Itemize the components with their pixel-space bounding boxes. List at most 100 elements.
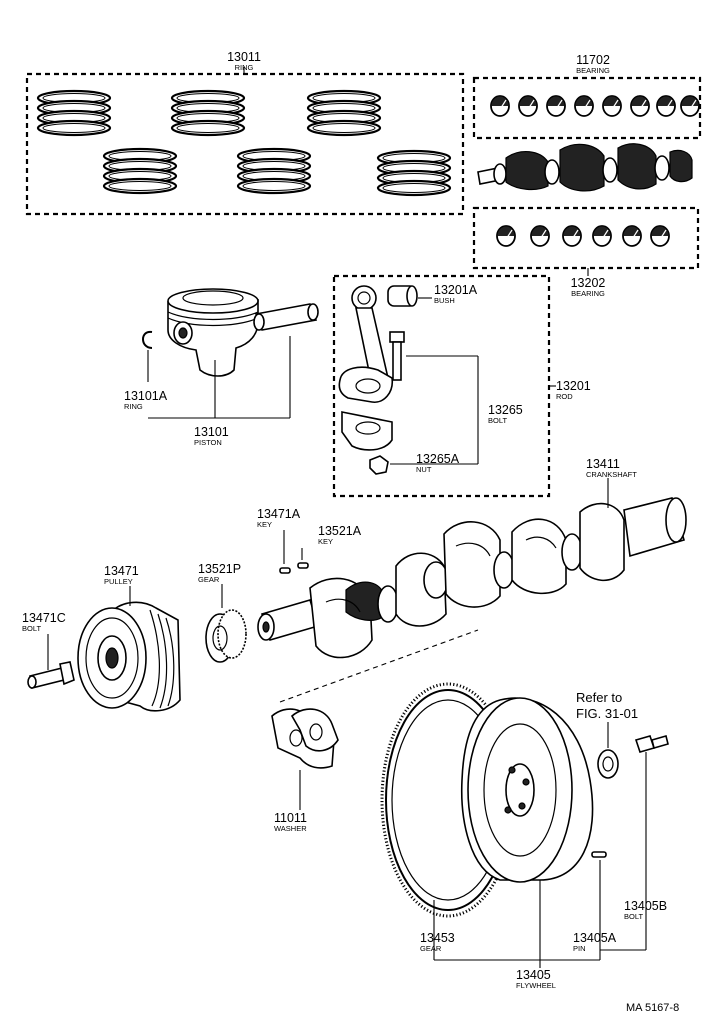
piston-ring-stack — [102, 147, 178, 195]
svg-text:Refer to: Refer to — [576, 690, 622, 705]
bearing-shell — [680, 95, 700, 117]
thrust-washer-illustration — [271, 708, 339, 769]
svg-text:13405: 13405 — [516, 968, 551, 982]
bearing-shell — [530, 225, 550, 247]
figure-code: MA 5167-8 — [626, 1002, 679, 1014]
bearing-shell — [630, 95, 650, 117]
svg-text:CRANKSHAFT: CRANKSHAFT — [586, 470, 637, 479]
bearing-shell — [562, 225, 582, 247]
callout-rod-bolt: 13265 BOLT — [488, 403, 523, 425]
ring-set-group-box — [25, 72, 465, 216]
callout-ring-set: 13011 RING — [227, 50, 261, 72]
piston-ring-stack — [306, 89, 382, 137]
svg-text:13265A: 13265A — [416, 452, 460, 466]
rod-bearing-group-box — [472, 206, 700, 270]
callout-crankshaft: 13411 CRANKSHAFT — [586, 457, 637, 479]
svg-text:ROD: ROD — [556, 392, 573, 401]
rod-bearing-shells — [496, 225, 670, 247]
svg-text:13201A: 13201A — [434, 283, 478, 297]
svg-text:GEAR: GEAR — [420, 944, 442, 953]
svg-text:BOLT: BOLT — [488, 416, 507, 425]
svg-text:13453: 13453 — [420, 931, 455, 945]
bearing-shell — [592, 225, 612, 247]
svg-text:13471A: 13471A — [257, 507, 301, 521]
pulley-bolt-illustration — [27, 661, 75, 689]
connecting-rod-illustration — [338, 285, 394, 403]
svg-text:13202: 13202 — [571, 276, 606, 290]
main-bearing-group-box — [472, 76, 702, 140]
pulley-key-illustration — [279, 567, 291, 574]
svg-text:PIN: PIN — [573, 944, 586, 953]
svg-text:FLYWHEEL: FLYWHEEL — [516, 981, 556, 990]
rod-cap-illustration — [341, 411, 393, 451]
svg-text:13011: 13011 — [227, 50, 261, 64]
flywheel-bolt-illustration — [634, 735, 669, 753]
svg-text:NUT: NUT — [416, 465, 432, 474]
svg-text:BOLT: BOLT — [22, 624, 41, 633]
crankshaft-illustration — [257, 497, 687, 659]
callout-rod-bearing: 13202 BEARING — [571, 276, 606, 298]
main-bearing-shells — [490, 95, 700, 117]
flywheel-illustration — [460, 697, 594, 883]
piston-illustration — [167, 288, 259, 377]
svg-text:13405A: 13405A — [573, 931, 617, 945]
pulley-illustration — [77, 601, 181, 712]
svg-text:KEY: KEY — [257, 520, 272, 529]
piston-pin-illustration — [253, 303, 319, 331]
callout-main-bearing: 11702 BEARING — [576, 53, 610, 75]
snap-ring-illustration — [142, 330, 153, 349]
svg-text:WASHER: WASHER — [274, 824, 307, 833]
ring-set-rings — [36, 89, 452, 197]
refer-note: Refer to FIG. 31-01 — [576, 690, 638, 721]
callout-crank-gear: 13521P GEAR — [198, 562, 241, 584]
callout-gear-key: 13521A KEY — [318, 524, 362, 546]
callout-washer: 11011 WASHER — [274, 811, 307, 833]
callout-pulley-key: 13471A KEY — [257, 507, 301, 529]
callout-bush: 13201A BUSH — [434, 283, 478, 305]
callout-fly-pin: 13405A PIN — [573, 931, 617, 953]
callout-rod: 13201 ROD — [556, 379, 591, 401]
piston-ring-stack — [36, 89, 112, 137]
rod-bolt-illustration — [389, 331, 405, 381]
svg-text:13471C: 13471C — [22, 611, 66, 625]
svg-text:11011: 11011 — [274, 811, 307, 825]
bearing-shell — [602, 95, 622, 117]
svg-text:13101: 13101 — [194, 425, 229, 439]
bearing-shell — [546, 95, 566, 117]
svg-text:11702: 11702 — [576, 53, 610, 67]
piston-ring-stack — [236, 147, 312, 195]
callout-piston: 13101 PISTON — [194, 425, 229, 447]
bearing-shell — [622, 225, 642, 247]
bearing-shell — [496, 225, 516, 247]
piston-ring-stack — [170, 89, 246, 137]
svg-text:FIG. 31-01: FIG. 31-01 — [576, 706, 638, 721]
svg-text:RING: RING — [235, 63, 254, 72]
seal-illustration — [597, 749, 619, 779]
svg-text:BOLT: BOLT — [624, 912, 643, 921]
callout-ring-gear: 13453 GEAR — [420, 931, 455, 953]
crank-gear-illustration — [205, 609, 247, 663]
svg-text:13405B: 13405B — [624, 899, 667, 913]
svg-text:13521P: 13521P — [198, 562, 241, 576]
bearing-shell — [650, 225, 670, 247]
svg-text:BUSH: BUSH — [434, 296, 455, 305]
callout-flywheel: 13405 FLYWHEEL — [516, 968, 556, 990]
callout-piston-ring: 13101A RING — [124, 389, 168, 411]
svg-text:13201: 13201 — [556, 379, 591, 393]
crankshaft-small-illustration — [477, 143, 693, 192]
bearing-shell — [518, 95, 538, 117]
callout-rod-nut: 13265A NUT — [416, 452, 460, 474]
bearing-shell — [656, 95, 676, 117]
callout-pulley: 13471 PULLEY — [104, 564, 139, 586]
svg-text:13521A: 13521A — [318, 524, 362, 538]
svg-text:13101A: 13101A — [124, 389, 168, 403]
svg-text:PISTON: PISTON — [194, 438, 222, 447]
piston-ring-stack — [376, 149, 452, 197]
svg-text:13471: 13471 — [104, 564, 139, 578]
svg-text:KEY: KEY — [318, 537, 333, 546]
callout-fly-bolt: 13405B BOLT — [624, 899, 667, 921]
bush-illustration — [387, 285, 418, 307]
bearing-shell — [574, 95, 594, 117]
svg-text:GEAR: GEAR — [198, 575, 220, 584]
